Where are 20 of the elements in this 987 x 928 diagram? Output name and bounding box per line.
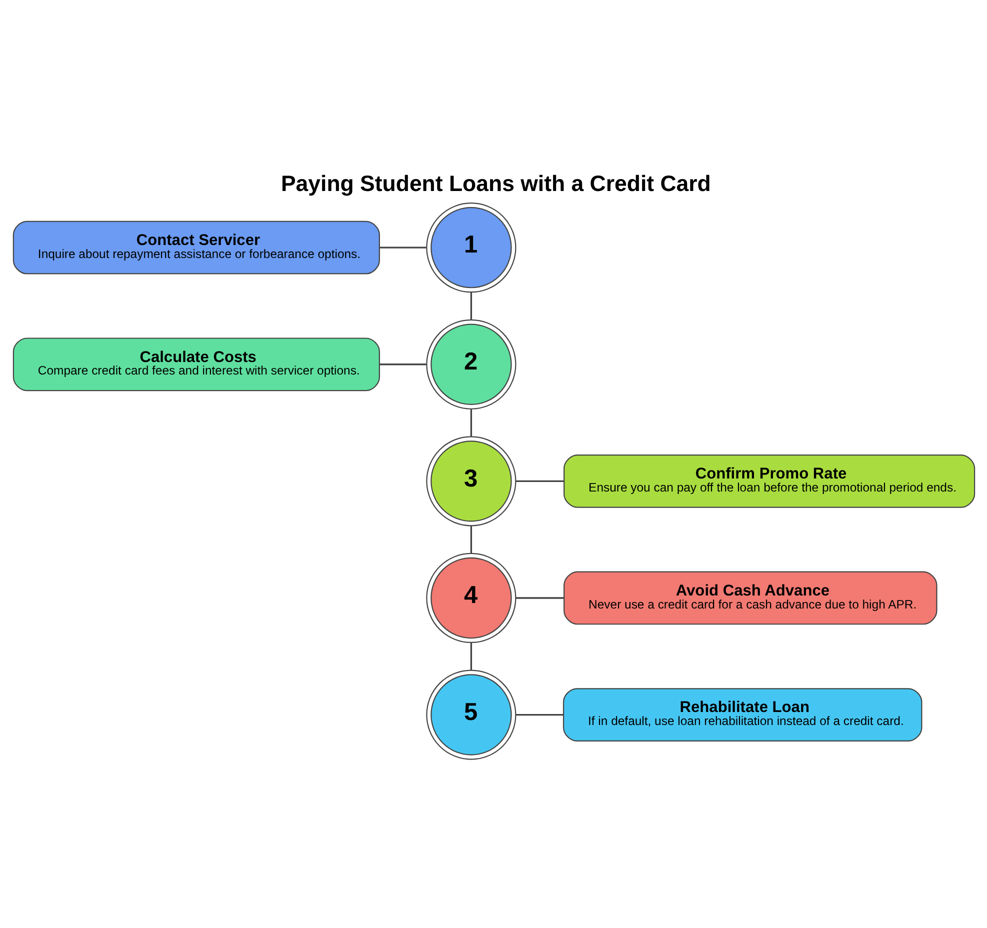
node-circle: 2	[426, 318, 516, 409]
connector	[515, 596, 564, 598]
connector	[470, 408, 472, 436]
node-box: Rehabilitate Loan If in default, use loan rehabilitation instead of a credit card.	[562, 688, 922, 741]
connector	[515, 713, 563, 716]
diagram-title: Paying Student Loans with a Credit Card	[280, 170, 710, 196]
node-circle: 1	[426, 202, 516, 292]
node-box: Confirm Promo Rate Ensure you can pay off the loan before the promotional period ends.	[563, 454, 975, 508]
node-circle: 5	[426, 669, 516, 760]
node-circle: 4	[426, 552, 516, 643]
connector	[378, 363, 426, 365]
connector	[470, 292, 472, 320]
connector	[470, 642, 472, 670]
connector	[470, 525, 472, 553]
node-box: Calculate Costs Compare credit card fees and interest with servicer options.	[12, 337, 380, 391]
connector	[515, 480, 564, 482]
node-circle: 3	[426, 436, 516, 526]
connector	[378, 246, 426, 248]
node-box: Contact Servicer Inquire about repayment assistance or forbearance options.	[12, 220, 380, 274]
node-box: Avoid Cash Advance Never use a credit card for a cash advance due to high APR.	[563, 570, 937, 624]
